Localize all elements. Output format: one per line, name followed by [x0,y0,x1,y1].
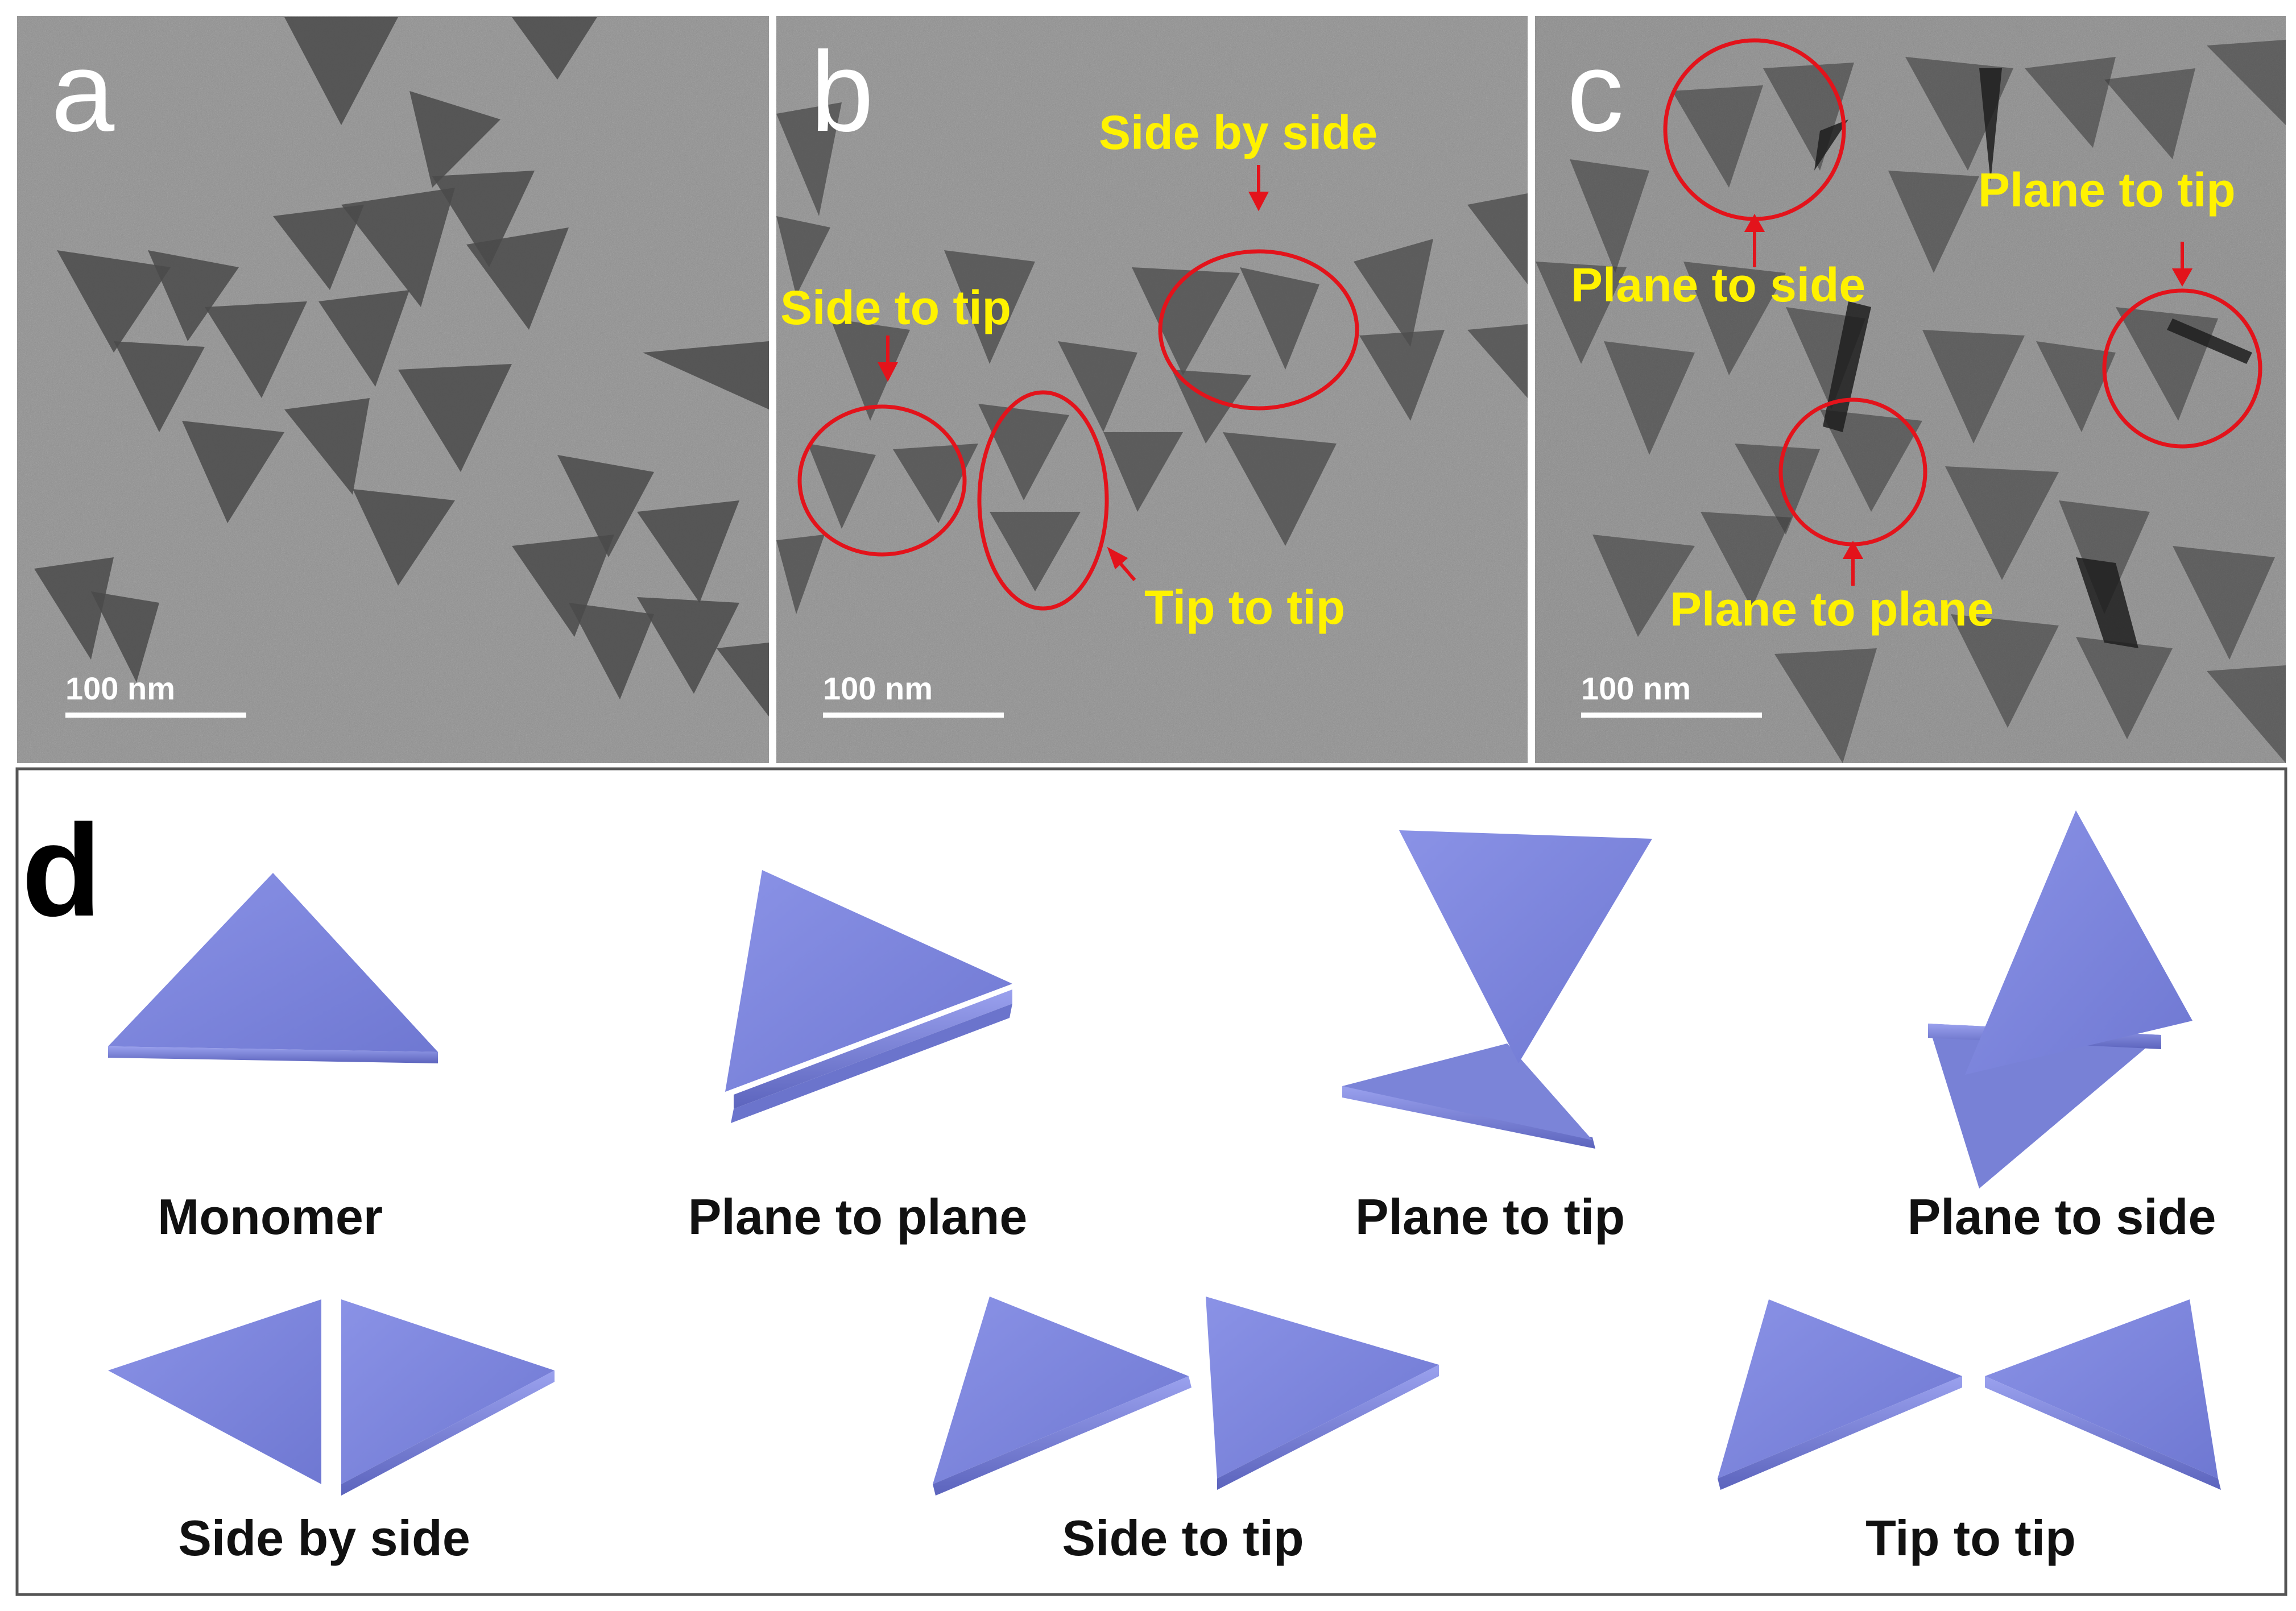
panel-c-letter: c [1567,28,1624,155]
scale-bar-a-label: 100 nm [65,670,175,706]
scale-bar-b-label: 100 nm [823,670,933,706]
circle-side-to-tip [797,404,967,557]
scale-bar-c [1581,713,1762,718]
plate-plane-to-plane [725,870,1012,1123]
arrows-b [878,165,1269,581]
particles-a [34,17,769,717]
circle-tip-to-tip [977,390,1109,611]
plate-plane-to-tip [1342,830,1652,1149]
label-side-to-tip: Side to tip [780,281,1011,334]
label-plane-to-tip: Plane to tip [1978,163,2236,217]
scale-bar-b [823,713,1004,718]
label-monomer: Monomer [158,1188,383,1245]
panel-a: a 100 nm [17,16,769,763]
panel-b: b Side by side Side to tip Tip to tip 10… [776,16,1528,763]
label-plane-to-tip-d: Plane to tip [1355,1188,1625,1245]
plate-side-by-side [108,1299,555,1496]
label-plane-to-plane-d: Plane to plane [688,1188,1028,1245]
panel-a-letter: a [51,28,115,155]
plate-plane-to-side [1928,810,2192,1188]
panel-d-letter: d [22,797,102,943]
label-plane-to-plane: Plane to plane [1670,582,1993,636]
label-tip-to-tip-d: Tip to tip [1865,1510,2076,1566]
label-tip-to-tip: Tip to tip [1144,581,1345,634]
label-plane-to-side: Plane to side [1571,258,1865,312]
label-side-by-side: Side by side [1099,106,1377,159]
plate-monomer [108,873,438,1063]
panel-b-letter: b [810,28,874,155]
circle-side-by-side [1158,249,1359,411]
label-plane-to-side-d: Plane to side [1908,1188,2216,1245]
label-side-by-side-d: Side by side [178,1510,470,1566]
edge-on-plates-c [1814,68,2252,648]
particles-c [1536,40,2286,763]
label-side-to-tip-d: Side to tip [1062,1510,1304,1566]
circle-plane-to-tip [2102,288,2262,449]
panel-c: c Plane to side Plane to tip Plane to pl… [1535,16,2286,763]
plate-tip-to-tip [1718,1299,2221,1490]
scale-bar-c-label: 100 nm [1581,670,1691,706]
particles-b [776,102,1528,614]
panel-d: d [15,767,2287,1596]
arrows-c [1744,213,2193,586]
scale-bar-a [65,713,246,718]
plate-side-to-tip [933,1297,1439,1496]
